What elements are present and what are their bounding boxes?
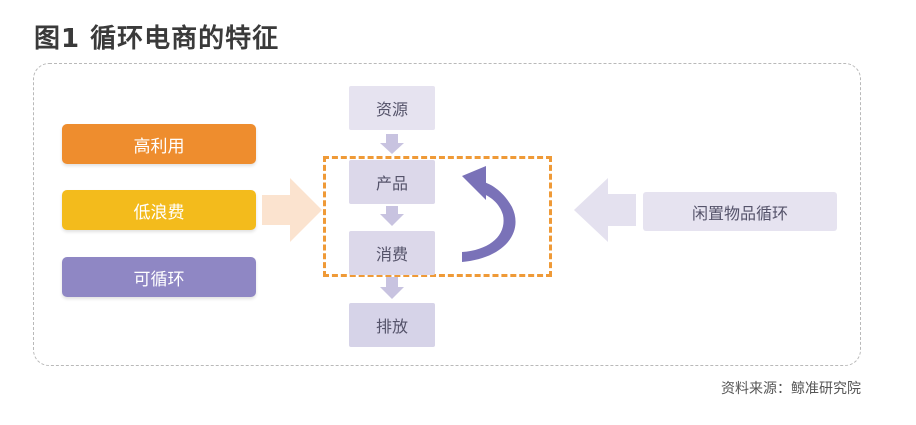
flow-step-label: 资源 — [375, 100, 408, 119]
flow-step-emission: 排放 — [349, 303, 435, 347]
left-inflow-arrow — [262, 178, 322, 242]
feature-label: 高利用 — [133, 136, 185, 157]
down-arrow-2 — [380, 206, 404, 226]
cycle-region — [323, 156, 552, 277]
flow-step-resource: 资源 — [349, 86, 435, 130]
feature-recyclable: 可循环 — [62, 257, 256, 297]
feature-low-waste: 低浪费 — [62, 190, 256, 230]
right-inflow-arrow — [574, 178, 636, 242]
feature-high-utilization: 高利用 — [62, 124, 256, 164]
source-note: 资料来源：鲸准研究院 — [721, 381, 861, 397]
figure-title: 图1 循环电商的特征 — [34, 24, 280, 54]
down-arrow-3 — [380, 277, 404, 299]
diagram-frame — [33, 63, 861, 366]
feature-label: 可循环 — [133, 269, 185, 290]
idle-goods-cycle-label: 闲置物品循环 — [691, 203, 788, 223]
feature-label: 低浪费 — [133, 202, 185, 223]
down-arrow-1 — [380, 134, 404, 154]
flow-step-label: 产品 — [375, 174, 408, 193]
flow-step-product: 产品 — [349, 160, 435, 204]
flow-step-consumption: 消费 — [349, 231, 435, 275]
flow-step-label: 消费 — [375, 245, 408, 264]
idle-goods-cycle-box: 闲置物品循环 — [643, 192, 837, 231]
cycle-arrow-body — [462, 180, 516, 262]
cycle-arrowhead — [462, 166, 486, 200]
flow-step-label: 排放 — [375, 317, 408, 336]
